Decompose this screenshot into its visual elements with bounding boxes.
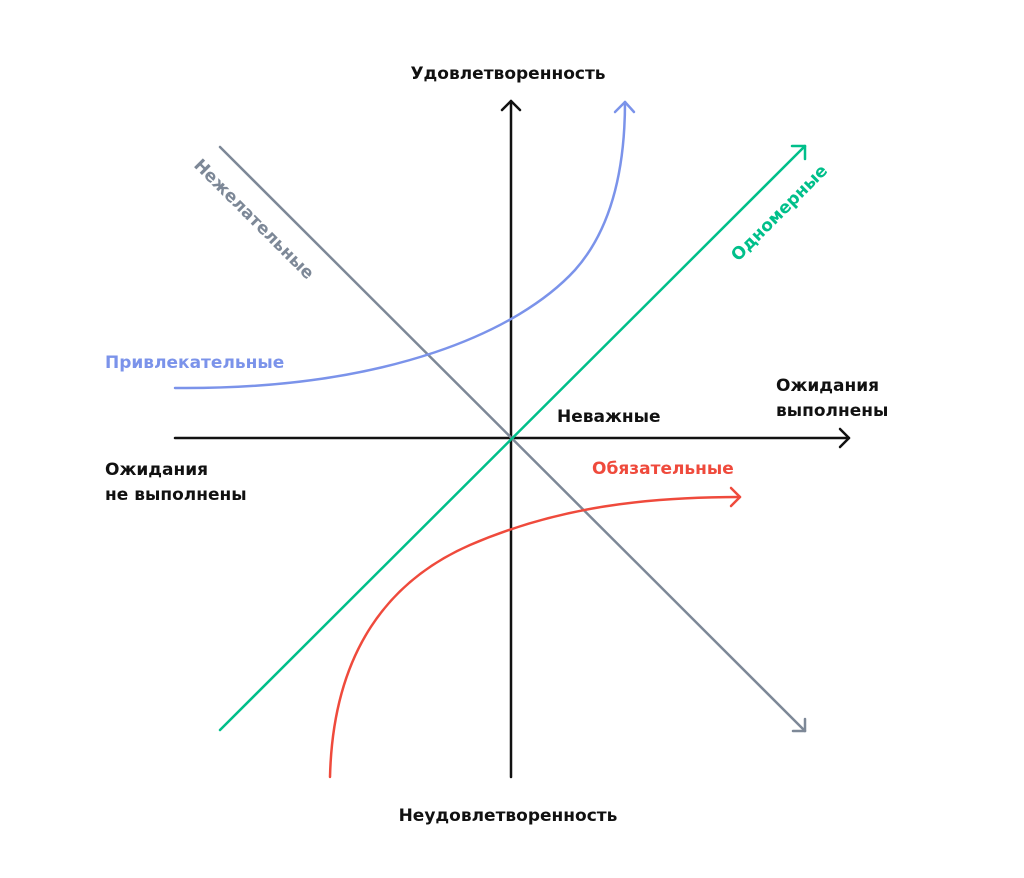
x-axis-arrow-icon [838, 427, 851, 449]
attractive-curve [173, 100, 636, 390]
reverse-label: Нежелательные [189, 155, 317, 283]
must-be-label: Обязательные [592, 459, 734, 479]
must-be-arrow-icon [729, 486, 742, 508]
attractive-label: Привлекательные [105, 353, 284, 373]
y-axis-bottom-label: Неудовлетворенность [399, 806, 618, 826]
reverse-arrow-icon [791, 717, 807, 733]
y-axis-arrow-icon [500, 99, 522, 112]
indifferent-label: Неважные [557, 407, 661, 427]
y-axis-top-label: Удовлетворенность [410, 64, 605, 84]
must-be-curve [328, 486, 742, 779]
one-dimensional-line [218, 144, 807, 732]
x-axis-right-label-line2: выполнены [776, 401, 888, 421]
one-dimensional-label: Одномерные [727, 161, 832, 266]
x-axis-left-label-line1: Ожидания [105, 460, 208, 480]
attractive-arrow-icon [613, 100, 636, 114]
one-dimensional-arrow-icon [790, 144, 807, 161]
x-axis-left-label-line2: не выполнены [105, 485, 247, 505]
x-axis-right-label-line1: Ожидания [776, 376, 879, 396]
